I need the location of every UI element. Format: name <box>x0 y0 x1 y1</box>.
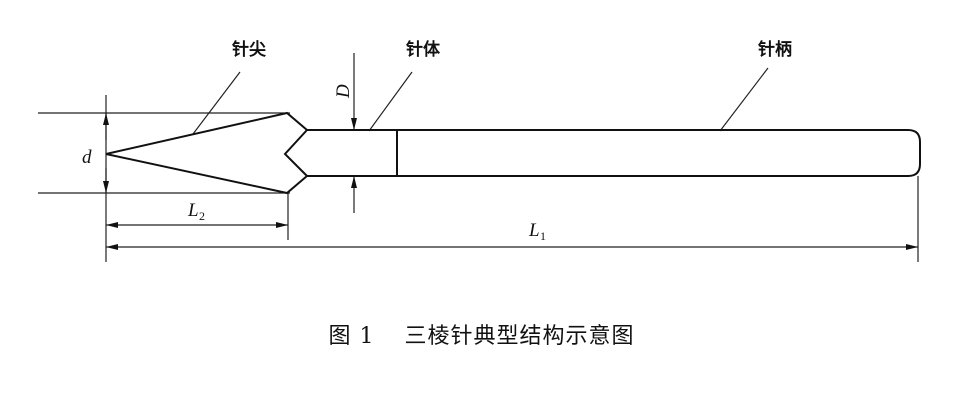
body-leader <box>368 71 413 132</box>
label-body: 针体 <box>406 39 441 60</box>
needle-shaft <box>307 129 921 177</box>
tip-leader <box>192 71 241 135</box>
dim-L2: L <box>187 200 199 221</box>
dim-L1: L <box>528 220 540 241</box>
caption-title: 三棱针典型结构示意图 <box>404 324 635 349</box>
figure-caption: 图 1 三棱针典型结构示意图 <box>0 318 963 350</box>
needle-tip <box>105 111 309 195</box>
label-tip: 针尖 <box>232 39 267 60</box>
dim-d: d <box>82 147 92 168</box>
dim-L1-sub: 1 <box>540 229 546 243</box>
dim-L2-sub: 2 <box>199 209 205 223</box>
handle-leader <box>719 67 769 132</box>
label-handle: 针柄 <box>758 39 792 60</box>
dim-D: D <box>333 84 354 99</box>
caption-number: 图 1 <box>328 324 375 349</box>
